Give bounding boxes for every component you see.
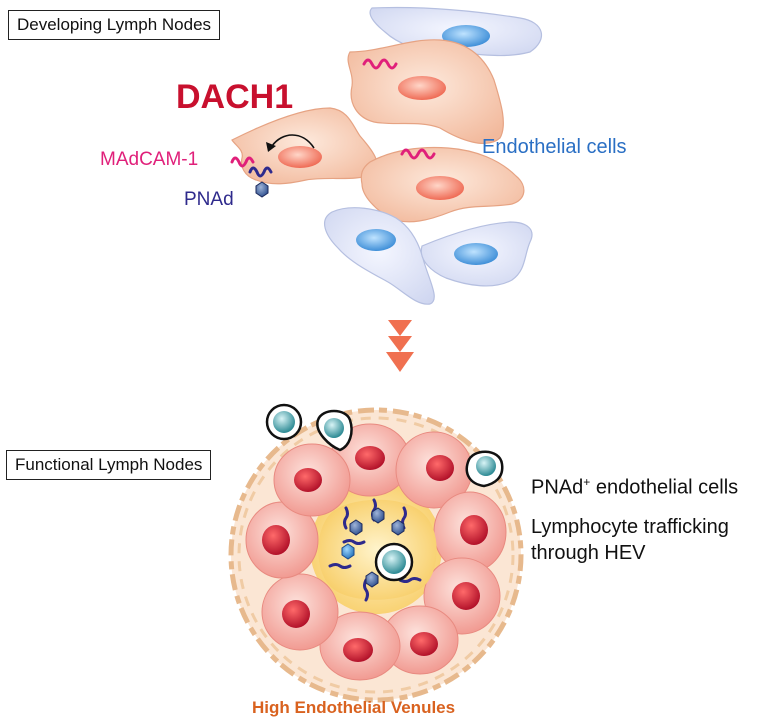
blue-endothelial-cell-left [323,207,435,305]
madcam-label: MAdCAM-1 [100,149,199,170]
tan-endothelial-cell-upper [347,39,504,145]
lymphocyte-outside-1 [265,403,303,441]
hev-cell-top-left [273,443,351,517]
lymphocyte-lumen [374,542,414,582]
pnad-positive-sup: + [583,475,591,489]
functional-lymph-nodes-label: Functional Lymph Nodes [6,450,212,480]
developing-lymph-nodes-label: Developing Lymph Nodes [8,10,221,40]
pnad-positive-prefix: PNAd [531,476,584,499]
hev-cross-section [228,407,524,703]
dach1-signal-arrow [266,134,315,152]
lymphocyte-outside-3 [465,450,504,488]
hev-cell-bottom-left [261,573,339,651]
endothelial-cells-label: Endothelial cells [482,136,627,158]
hev-cell-bottom [319,611,401,681]
trafficking-line-1: Lymphocyte trafficking [531,516,729,538]
pnad-positive-suffix: endothelial cells [590,476,739,499]
lymphocyte-trafficking-label: Lymphocyte trafficking through HEV [531,514,729,566]
trafficking-line-2: through HEV [531,542,646,564]
tan-endothelial-cell-middle [360,146,525,223]
pnad-positive-cells-label: PNAd+ endothelial cells [531,475,738,500]
hev-cell-bottom-right [381,605,459,675]
madcam-molecule-upper [362,58,398,70]
lymphocyte-outside-2 [316,409,353,452]
transition-arrow [386,320,414,372]
dach1-label: DACH1 [176,78,294,116]
blue-endothelial-cell-right [420,221,533,287]
madcam-molecule-dach1 [230,156,255,168]
pnad-hexagon-dach1 [255,181,269,198]
madcam-molecule-middle [400,148,436,160]
hev-caption: High Endothelial Venules [252,698,456,717]
hev-cell-left [245,501,319,579]
pnad-label: PNAd [184,189,234,210]
hev-cell-top-right [395,431,473,509]
tan-endothelial-cell-dach1 [231,107,378,185]
pnad-molecule-dach1 [248,166,273,178]
